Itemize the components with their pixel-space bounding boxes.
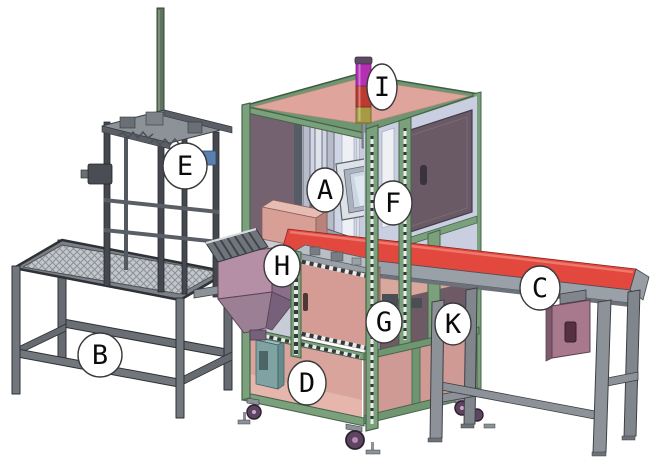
- label-b-letter: B: [92, 340, 108, 371]
- conveyor-support-frame: [427, 287, 641, 457]
- label-b: B: [77, 332, 123, 378]
- panel-slot: [303, 293, 308, 311]
- label-e-letter: E: [177, 151, 193, 182]
- door-panel: [403, 109, 473, 235]
- ribbed-chute: [205, 228, 269, 263]
- elevator-tower: [80, 7, 237, 299]
- conveyor-control-box: [545, 289, 591, 362]
- label-h-letter: H: [274, 251, 290, 282]
- lamp-yellow-segment: [355, 106, 372, 124]
- spring-mechanism: [117, 130, 154, 140]
- label-a-letter: A: [317, 175, 333, 206]
- control-box-slot: [564, 321, 577, 343]
- label-i: I: [366, 63, 398, 111]
- stock-table: [11, 238, 233, 419]
- hopper-spout: [249, 329, 267, 341]
- frame-post-front: [365, 124, 379, 432]
- control-unit: [255, 335, 285, 390]
- label-i-letter: I: [374, 72, 390, 103]
- label-k: K: [434, 302, 472, 346]
- label-k-letter: K: [445, 309, 462, 340]
- tower-motor: [87, 163, 113, 185]
- label-d-letter: D: [299, 368, 315, 399]
- label-a: A: [306, 167, 344, 213]
- door-handle: [420, 165, 427, 185]
- label-c-letter: C: [532, 273, 548, 304]
- label-g: G: [365, 300, 403, 344]
- label-d: D: [287, 360, 327, 406]
- label-h: H: [263, 244, 301, 288]
- label-e: E: [162, 142, 208, 190]
- frame-post-center: [398, 116, 412, 348]
- label-f: F: [373, 180, 413, 226]
- label-g-letter: G: [376, 307, 392, 338]
- label-c: C: [519, 265, 561, 311]
- label-f-letter: F: [385, 188, 401, 219]
- callout-labels: A B C D E F G H: [77, 63, 561, 406]
